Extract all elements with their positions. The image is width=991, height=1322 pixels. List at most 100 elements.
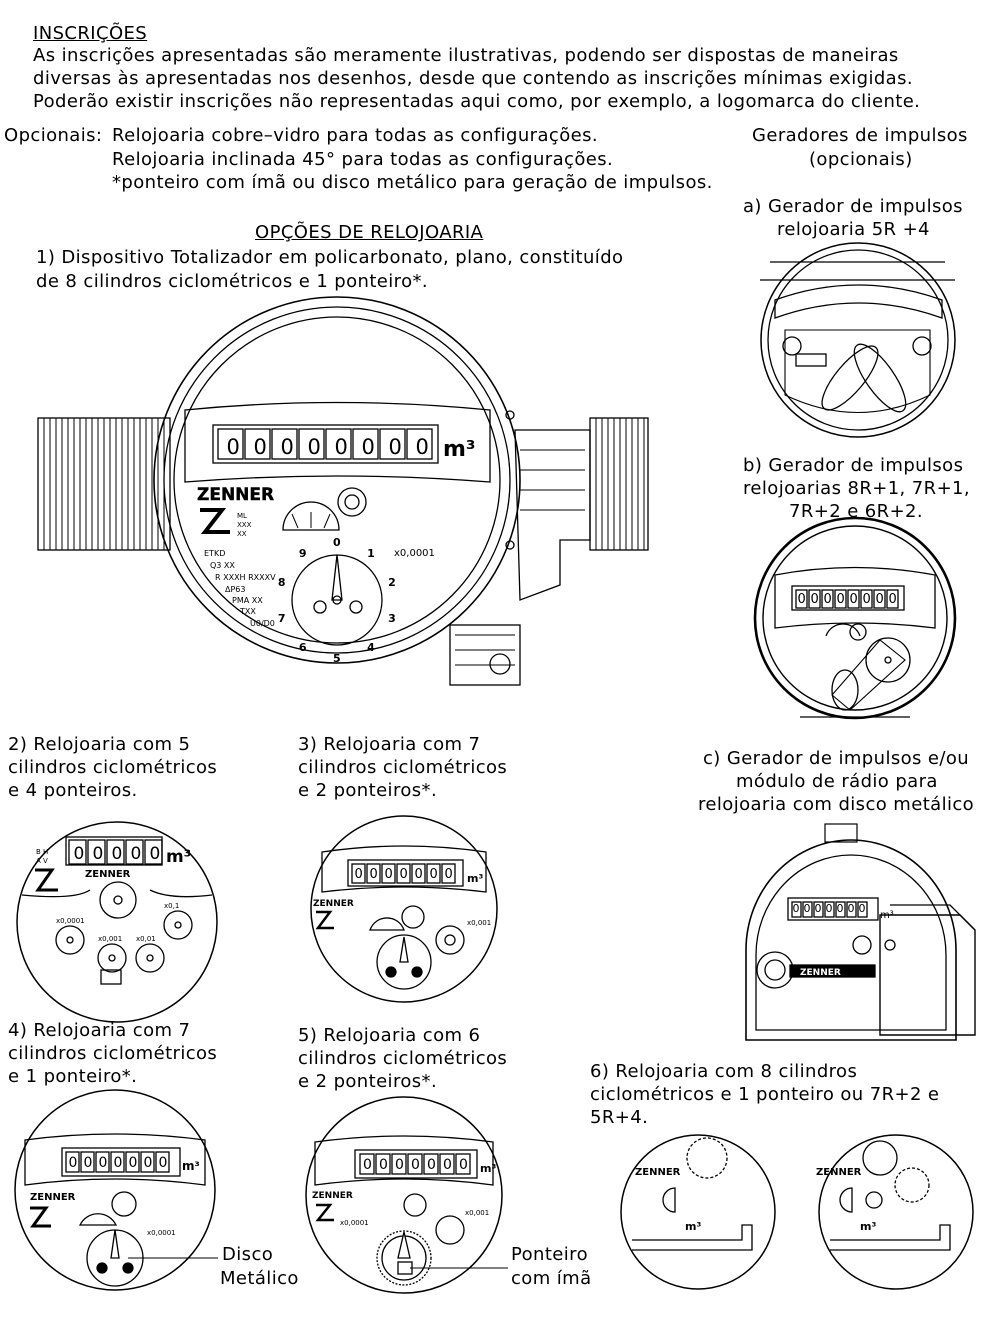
brand-logo: ZENNER — [197, 485, 274, 505]
svg-text:XX: XX — [237, 530, 247, 538]
option-6-line-2: ciclométricos e 1 ponteiro ou 7R+2 e — [590, 1084, 940, 1105]
option-5-line-3: e 2 ponteiros*. — [298, 1071, 438, 1092]
digit-6: 0 — [876, 592, 884, 607]
dial-pointer — [331, 554, 343, 601]
svg-text:m³: m³ — [166, 847, 191, 867]
impulse-c-line-3: relojoaria com disco metálico — [698, 794, 975, 815]
impulse-b-line-2: relojoarias 8R+1, 7R+1, — [743, 478, 971, 499]
impulse-a-line-2: relojoaria 5R +4 — [777, 219, 930, 240]
digit-4: 0 — [150, 844, 161, 864]
svg-text:x0,001: x0,001 — [467, 919, 491, 927]
digit-2: 0 — [395, 1157, 404, 1173]
spec-text: PMA XX — [232, 596, 263, 605]
dial-number: 4 — [367, 641, 375, 654]
digit-4: 0 — [837, 902, 844, 915]
impulse-c-line-2: módulo de rádio para — [736, 771, 938, 792]
svg-text:ML: ML — [237, 512, 247, 520]
svg-text:x0,0001: x0,0001 — [147, 1229, 176, 1237]
option-4-line-1: 4) Relojoaria com 7 — [8, 1020, 191, 1041]
dial-number: 1 — [367, 547, 375, 560]
spec-text: U0/D0 — [250, 619, 275, 628]
counter-window — [184, 401, 491, 483]
svg-text:ZENNER: ZENNER — [312, 1191, 353, 1201]
digit-3: 0 — [114, 1155, 123, 1171]
svg-text:x0,0001: x0,0001 — [340, 1219, 369, 1227]
dial-number: 5 — [333, 652, 341, 665]
dial-number: 3 — [388, 612, 396, 625]
digit-6: 0 — [445, 867, 453, 882]
callout-disc-line-1: Disco — [222, 1244, 274, 1265]
inscriptions-title: INSCRIÇÕES — [33, 23, 148, 44]
impulse-generator-a — [760, 242, 956, 438]
digit-4: 0 — [415, 867, 423, 882]
inscriptions-line-1: As inscrições apresentadas são meramente… — [33, 45, 899, 66]
digit-7: 0 — [889, 592, 897, 607]
digit-4: 0 — [850, 592, 858, 607]
svg-text:ZENNER: ZENNER — [85, 869, 131, 880]
dial-hub-left — [313, 600, 327, 614]
digit-7: 0 — [416, 435, 429, 459]
counter-digits-frame — [212, 424, 439, 464]
digit-6: 0 — [859, 902, 866, 915]
small-dial-multiplier: x0,0001 — [56, 917, 85, 925]
option-6-dials: ZENNER m³ ZENNER m³ — [620, 1134, 974, 1290]
optional-label: Opcionais: — [4, 125, 103, 146]
impulse-title: Geradores de impulsos — [752, 125, 968, 146]
svg-text:m³: m³ — [467, 872, 483, 885]
option-1-line-2: de 8 cilindros ciclométricos e 1 ponteir… — [36, 271, 429, 292]
digit-0: 0 — [363, 1157, 372, 1173]
digit-3: 0 — [837, 592, 845, 607]
inscriptions-line-2: diversas às apresentadas nos desenhos, d… — [33, 68, 913, 89]
digit-1: 0 — [84, 1155, 93, 1171]
dial-number: 0 — [333, 536, 341, 549]
digit-2: 0 — [815, 902, 822, 915]
dial-number: 9 — [299, 547, 307, 560]
digit-4: 0 — [427, 1157, 436, 1173]
digit-6: 0 — [389, 435, 402, 459]
svg-text:m³: m³ — [182, 1159, 200, 1173]
small-dial-multiplier: x0,001 — [98, 935, 122, 943]
brand-z-mark — [200, 508, 230, 534]
digit-1: 0 — [93, 844, 104, 864]
option-3-line-2: cilindros ciclométricos — [298, 757, 508, 778]
small-dial-multiplier: x0,1 — [164, 902, 179, 910]
digit-3: 0 — [131, 844, 142, 864]
option-1-line-1: 1) Dispositivo Totalizador em policarbon… — [36, 247, 624, 268]
digit-0: 0 — [798, 592, 806, 607]
impulse-b-line-3: 7R+2 e 6R+2. — [789, 501, 924, 522]
spec-text: ΔP63 — [225, 585, 245, 594]
star-wheel — [282, 501, 340, 531]
option-3-line-1: 3) Relojoaria com 7 — [298, 734, 481, 755]
impulse-subtitle: (opcionais) — [809, 149, 913, 170]
digit-4: 0 — [335, 435, 348, 459]
impulse-c-line-1: c) Gerador de impulsos e/ou — [703, 748, 970, 769]
options-title: OPÇÕES DE RELOJOARIA — [255, 222, 484, 243]
digit-0: 0 — [69, 1155, 78, 1171]
digit-5: 0 — [863, 592, 871, 607]
digit-5: 0 — [430, 867, 438, 882]
right-pipe-thread — [589, 417, 649, 551]
impulse-a-line-1: a) Gerador de impulsos — [743, 196, 963, 217]
inscriptions-line-3: Poderão existir inscrições não represent… — [33, 91, 921, 112]
digit-0: 0 — [227, 435, 240, 459]
option-2-line-2: cilindros ciclométricos — [8, 757, 218, 778]
digit-0: 0 — [355, 867, 363, 882]
spec-text: TXX — [239, 607, 256, 616]
digit-3: 0 — [400, 867, 408, 882]
dial-multiplier: x0,0001 — [394, 548, 435, 559]
meter-outer-ring — [153, 296, 521, 664]
digit-1: 0 — [254, 435, 267, 459]
digit-2: 0 — [112, 844, 123, 864]
spec-text: Q3 XX — [210, 561, 235, 570]
option-2-line-1: 2) Relojoaria com 5 — [8, 734, 191, 755]
digit-0: 0 — [793, 902, 800, 915]
digit-1: 0 — [811, 592, 819, 607]
dial-number: 2 — [388, 576, 396, 589]
